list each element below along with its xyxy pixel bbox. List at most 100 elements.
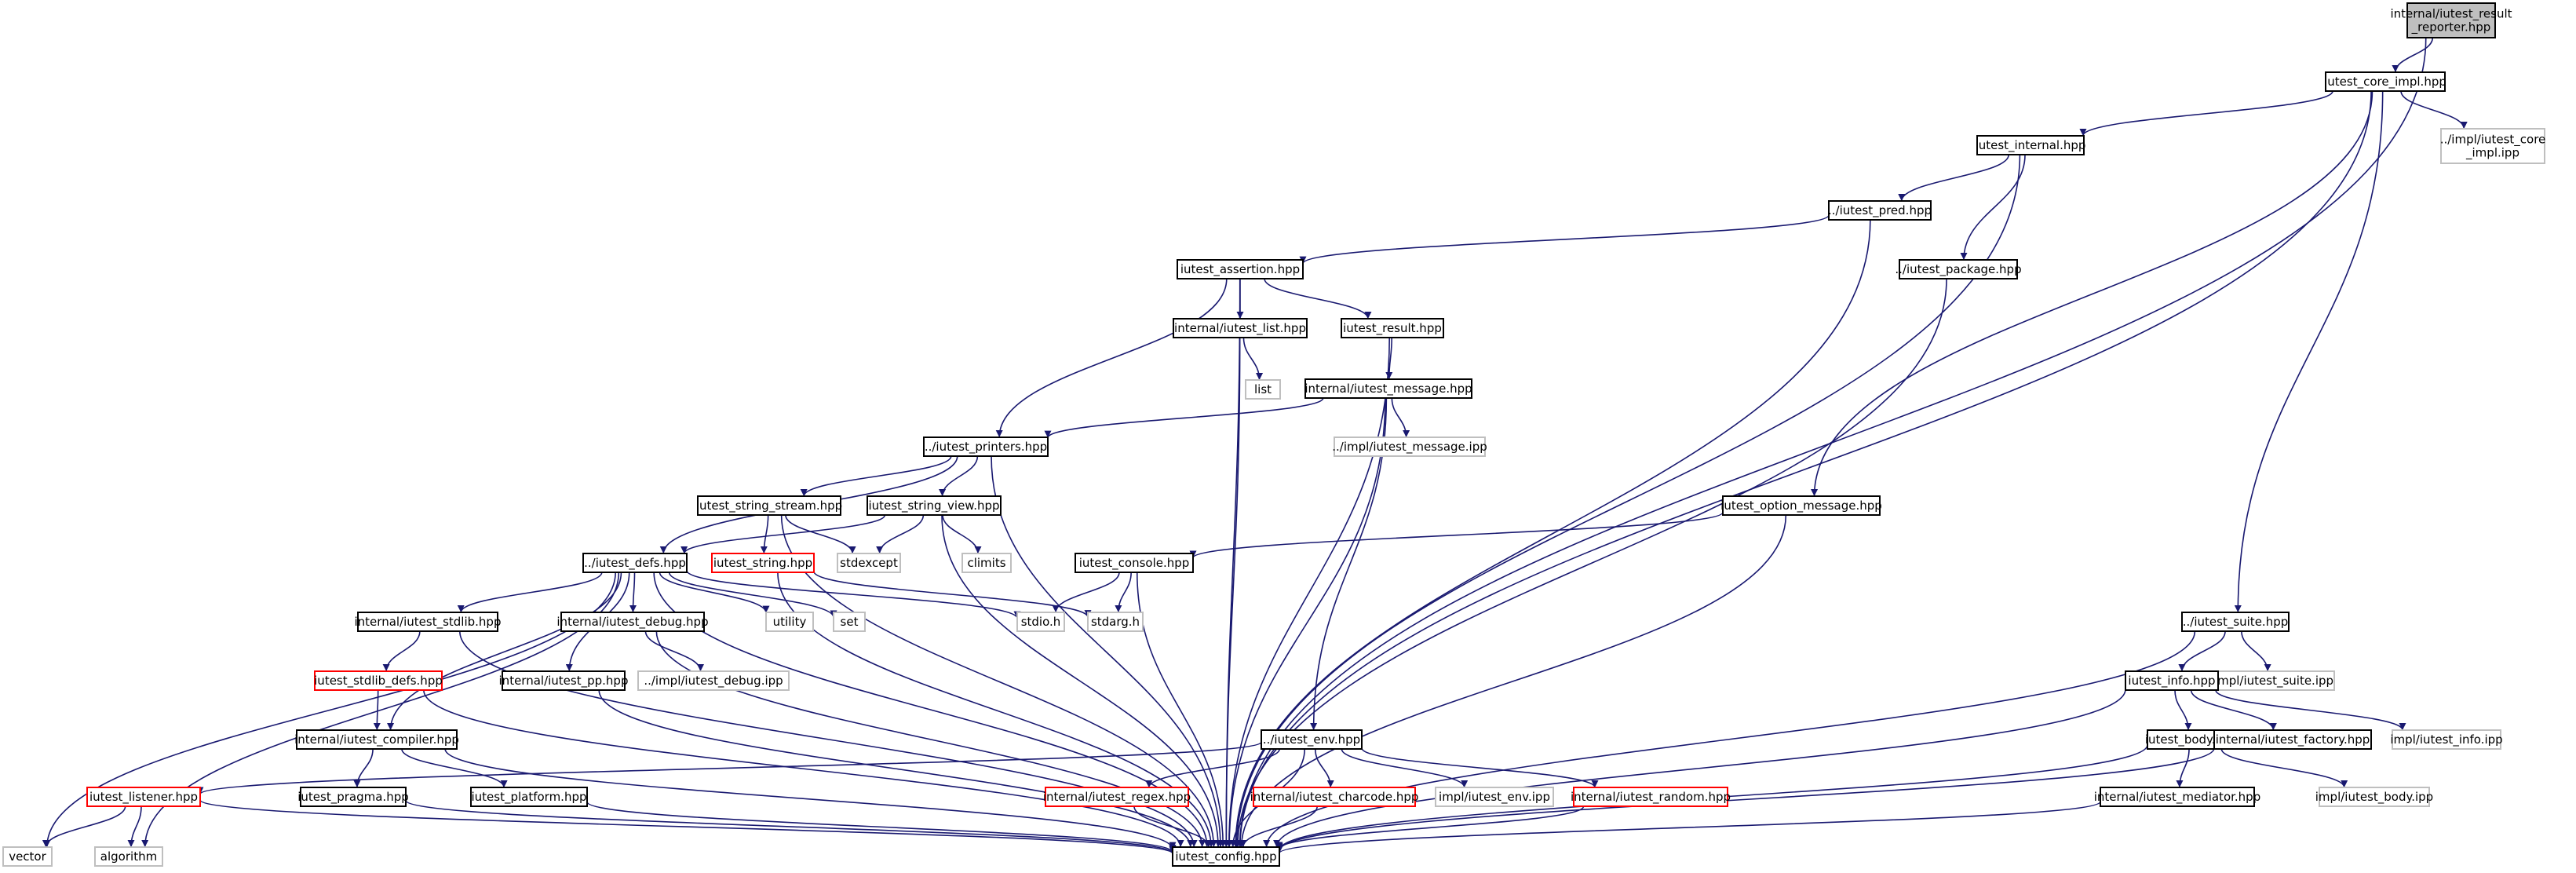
edge-assertion-to-printers [995, 278, 1228, 438]
node-box [1177, 259, 1304, 279]
node-label: iutest_config.hpp [1175, 849, 1276, 864]
edge-package-to-config [1234, 278, 1947, 848]
edge-string_view-to-stdexcept [876, 514, 925, 554]
node-layer: internal/iutest_result_reporter.hppiutes… [2, 2, 2545, 867]
node-label: climits [967, 556, 1005, 570]
node-box [1435, 787, 1554, 807]
node-box [961, 553, 1012, 573]
node-box [1976, 135, 2085, 155]
node-box [1016, 612, 1065, 632]
node-label: iutest_option_message.hpp [1720, 499, 1882, 513]
node-label: internal/iutest_mediator.hpp [2094, 790, 2260, 805]
node-printers[interactable]: ../iutest_printers.hpp [923, 436, 1049, 457]
edge-info-to-factory [2190, 689, 2277, 731]
node-box [357, 612, 498, 632]
node-label: internal/iutest_factory.hpp [2216, 732, 2370, 747]
node-string-hpp[interactable]: iutest_string.hpp [711, 553, 815, 573]
node-string-stream[interactable]: iutest_string_stream.hpp [696, 495, 842, 516]
node-stdlib[interactable]: internal/iutest_stdlib.hpp [355, 612, 502, 632]
node-box [923, 436, 1049, 457]
node-info[interactable]: iutest_info.hpp [2125, 670, 2219, 691]
node-root[interactable]: internal/iutest_result_reporter.hpp [2390, 2, 2512, 38]
node-set: set [833, 612, 866, 632]
node-suite-ipp: impl/iutest_suite.ipp [2213, 670, 2335, 691]
edge-factory-to-config [1275, 747, 2215, 851]
edge-suite-to-suite_ipp [2241, 630, 2271, 672]
edge-defs-to-stdio [686, 570, 1021, 619]
node-box [1173, 318, 1308, 338]
node-defs[interactable]: ../iutest_defs.hpp [582, 553, 688, 573]
edge-info-to-config [1273, 689, 2126, 848]
node-label: iutest_console.hpp [1079, 556, 1190, 571]
edge-assertion-to-result [1264, 278, 1372, 320]
node-platform[interactable]: iutest_platform.hpp [470, 787, 588, 807]
node-pragma[interactable]: iutest_pragma.hpp [297, 787, 409, 807]
edge-core_impl-to-internal [2079, 90, 2333, 137]
node-option-message[interactable]: iutest_option_message.hpp [1720, 495, 1882, 516]
node-listener[interactable]: iutest_listener.hpp [86, 787, 201, 807]
edge-env-to-env_ipp [1341, 748, 1469, 788]
edge-internal-to-config [1233, 154, 2021, 848]
node-box [1899, 259, 2018, 279]
node-label: utility [773, 615, 807, 629]
node-label: ../iutest_package.hpp [1895, 262, 2021, 277]
node-label: algorithm [100, 849, 157, 864]
node-suite[interactable]: ../iutest_suite.hpp [2181, 612, 2290, 632]
node-stdio: stdio.h [1016, 612, 1065, 632]
edge-env-to-regex [1145, 748, 1281, 788]
edge-platform-to-config [586, 801, 1177, 853]
node-pp[interactable]: internal/iutest_pp.hpp [499, 670, 629, 691]
node-box [867, 495, 1002, 516]
node-label: internal/iutest_random.hpp [1571, 790, 1731, 805]
node-string-view[interactable]: iutest_string_view.hpp [867, 495, 1002, 516]
edge-string_stream-to-stdexcept [785, 514, 856, 554]
node-compiler[interactable]: internal/iutest_compiler.hpp [294, 729, 459, 750]
edge-pp-to-config [598, 689, 1195, 848]
node-stdlib-defs[interactable]: iutest_stdlib_defs.hpp [314, 670, 443, 691]
node-box [1253, 787, 1416, 807]
edge-debug-to-config [655, 630, 1206, 848]
node-config[interactable]: iutest_config.hpp [1172, 846, 1280, 867]
edge-string_stream-to-string_hpp [760, 514, 769, 554]
edge-printers-to-string_view [939, 455, 979, 497]
node-regex[interactable]: internal/iutest_regex.hpp [1043, 787, 1191, 807]
edge-message-to-config [1225, 397, 1386, 848]
node-label: iutest_internal.hpp [1976, 138, 2086, 153]
node-env[interactable]: ../iutest_env.hpp [1261, 729, 1363, 750]
edge-string_view-to-config [941, 514, 1222, 848]
node-box [2392, 729, 2501, 750]
node-label: iutest_assertion.hpp [1180, 262, 1300, 277]
node-factory[interactable]: internal/iutest_factory.hpp [2213, 729, 2372, 750]
node-label: ../iutest_pred.hpp [1828, 203, 1932, 218]
node-message-ipp: ../impl/iutest_message.ipp [1332, 436, 1487, 457]
node-box [2100, 787, 2255, 807]
node-internal[interactable]: iutest_internal.hpp [1976, 135, 2086, 155]
edge-printers-to-config [991, 455, 1224, 848]
node-assertion[interactable]: iutest_assertion.hpp [1177, 259, 1304, 279]
node-box [2319, 787, 2430, 807]
node-box [1334, 436, 1486, 457]
node-box [1341, 318, 1444, 338]
edge-env-to-random [1361, 747, 1599, 788]
node-list-hpp[interactable]: internal/iutest_list.hpp [1173, 318, 1308, 338]
node-box [1828, 200, 1932, 221]
node-message[interactable]: internal/iutest_message.hpp [1304, 378, 1472, 399]
edge-body-to-body_ipp [2220, 748, 2348, 788]
node-result[interactable]: iutest_result.hpp [1341, 318, 1444, 338]
node-console[interactable]: iutest_console.hpp [1075, 553, 1194, 573]
edge-message-to-message_ipp [1391, 397, 1410, 438]
edge-info-to-body [2174, 689, 2192, 731]
edge-listener-to-config [199, 799, 1177, 854]
node-pred[interactable]: ../iutest_pred.hpp [1828, 200, 1932, 221]
node-core-impl[interactable]: iutest_core_impl.hpp [2324, 71, 2446, 92]
node-charcode[interactable]: internal/iutest_charcode.hpp [1250, 787, 1419, 807]
node-mediator[interactable]: internal/iutest_mediator.hpp [2094, 787, 2260, 807]
edge-result-to-message [1385, 337, 1393, 380]
edge-internal-to-pred [1898, 154, 2010, 202]
node-random[interactable]: internal/iutest_random.hpp [1571, 787, 1731, 807]
node-debug[interactable]: internal/iutest_debug.hpp [556, 612, 709, 632]
edge-body-to-mediator [2176, 748, 2190, 788]
node-package[interactable]: ../iutest_package.hpp [1895, 259, 2022, 279]
node-box [837, 553, 901, 573]
node-label: _reporter.hpp [2411, 20, 2491, 35]
